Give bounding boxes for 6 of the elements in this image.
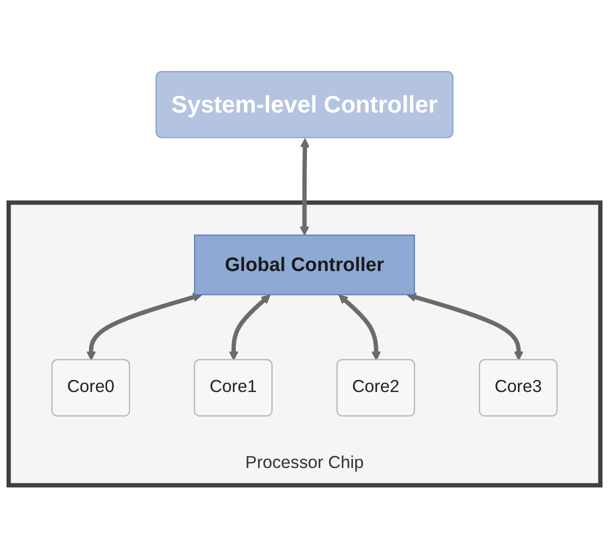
arrow (86, 292, 202, 361)
node-box: Global Controller (194, 234, 415, 296)
arrow (300, 138, 310, 236)
arrow (338, 294, 381, 361)
arrow (406, 292, 524, 361)
arrow (228, 294, 271, 361)
